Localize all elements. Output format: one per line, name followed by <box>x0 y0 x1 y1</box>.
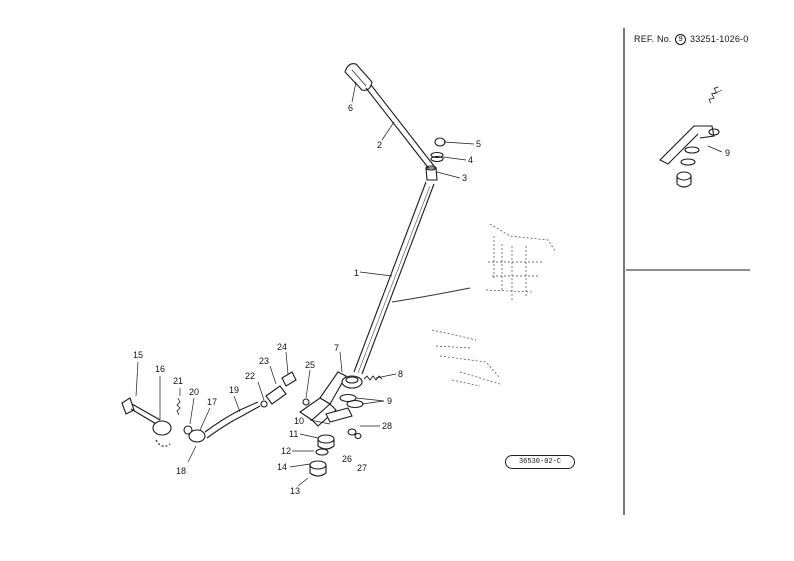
grip <box>344 63 373 91</box>
callout-18: 18 <box>176 466 186 476</box>
reference-number: REF. No. 9 33251-1026-0 <box>634 34 749 46</box>
ref-inset-assembly <box>659 86 723 188</box>
spring-part-21 <box>176 397 181 416</box>
callout-2: 2 <box>377 140 382 150</box>
bolt-part-15 <box>121 397 161 426</box>
callout-15: 15 <box>133 350 143 360</box>
joint-part-17 <box>188 429 206 443</box>
callout-12: 12 <box>281 446 291 456</box>
callout-23: 23 <box>259 356 269 366</box>
callout-25: 25 <box>305 360 315 370</box>
rod-part-19 <box>204 401 261 439</box>
reference-prefix: REF. No. <box>634 34 672 44</box>
callout-28: 28 <box>382 421 392 431</box>
cable <box>391 287 471 303</box>
pivot-bracket <box>299 371 363 427</box>
bushing-part-11 <box>317 434 335 444</box>
callout-17: 17 <box>207 397 217 407</box>
callout-6: 6 <box>348 103 353 113</box>
callout-26: 26 <box>342 454 352 464</box>
plate-part-10 <box>325 407 353 423</box>
callout-5: 5 <box>476 139 481 149</box>
callout-14: 14 <box>277 462 287 472</box>
callout-11: 11 <box>289 429 298 439</box>
ring-part-4 <box>430 151 444 159</box>
callout-21: 21 <box>173 376 183 386</box>
cap-part-5 <box>434 137 446 147</box>
callout-9a: 9 <box>387 396 392 406</box>
callout-1: 1 <box>354 268 359 278</box>
callout-19: 19 <box>229 385 239 395</box>
bushing-part-11-body <box>317 439 335 450</box>
callout-22: 22 <box>245 371 255 381</box>
callout-7: 7 <box>334 343 339 353</box>
drawing-code-stamp: 36530-02-C <box>505 455 575 469</box>
callout-20: 20 <box>189 387 199 397</box>
washer-part-20 <box>183 425 193 435</box>
lower-lever-tube <box>353 181 435 375</box>
callout-8: 8 <box>398 369 403 379</box>
callout-16: 16 <box>155 364 165 374</box>
spring-part-8 <box>363 375 383 381</box>
washer-part-9b <box>346 399 364 409</box>
fork-part-24 <box>281 371 297 387</box>
collar-part-3 <box>425 165 438 181</box>
callout-27: 27 <box>357 463 367 473</box>
reference-part-number: 33251-1026-0 <box>690 34 749 44</box>
callout-4: 4 <box>468 155 473 165</box>
rod-end-part-23 <box>265 385 287 405</box>
upper-lever-rod <box>365 84 435 171</box>
leader-lines <box>135 81 723 487</box>
boss-part-16 <box>152 420 172 447</box>
background-machinery <box>431 223 557 387</box>
bushing-part-13-body <box>309 465 327 477</box>
bushing-part-14 <box>309 460 327 470</box>
callout-24: 24 <box>277 342 287 352</box>
pin-part-25 <box>302 398 310 406</box>
ref-callout-9: 9 <box>725 148 730 158</box>
ring-part-4b <box>430 155 444 163</box>
washer-part-12 <box>315 448 329 456</box>
reference-circle-mark: 9 <box>675 34 687 46</box>
callout-10: 10 <box>294 416 304 426</box>
callout-13: 13 <box>290 486 300 496</box>
callout-3: 3 <box>462 173 467 183</box>
ring-part-22 <box>260 400 268 408</box>
pin-part-28 <box>347 428 362 440</box>
